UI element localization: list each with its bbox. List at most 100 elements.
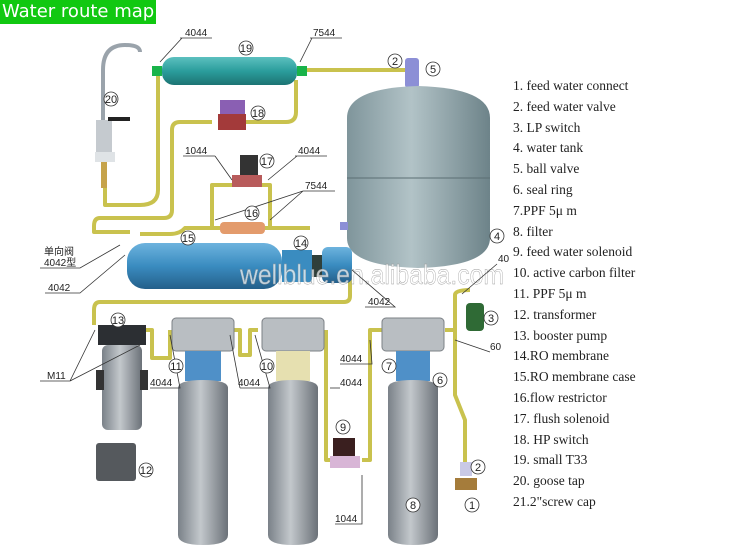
legend-item: 21.2"screw cap xyxy=(513,493,596,509)
part-code: 4044 xyxy=(185,28,208,39)
legend-item: 8. filter xyxy=(513,223,553,239)
callouts: 1 2 2 3 4 5 6 7 8 9 10 11 12 13 14 15 16… xyxy=(103,40,505,513)
flow-restrictor xyxy=(220,222,265,234)
part-code: 60 xyxy=(490,342,502,353)
filter-carbon-10 xyxy=(261,317,325,545)
booster-pump xyxy=(96,325,148,430)
legend-item: 16.flow restrictor xyxy=(513,389,607,405)
callout-16: 16 xyxy=(244,205,260,221)
callout-11: 11 xyxy=(168,358,184,374)
feed-water-valve xyxy=(460,462,472,476)
water-tank xyxy=(340,58,490,268)
part-code: 1044 xyxy=(185,146,208,157)
svg-text:2: 2 xyxy=(475,462,481,474)
leader-lines xyxy=(40,37,498,525)
legend-item: 19. small T33 xyxy=(513,452,588,468)
svg-text:2: 2 xyxy=(392,56,398,68)
goose-tap xyxy=(95,42,142,188)
ro-membrane-case xyxy=(127,243,352,289)
svg-text:20: 20 xyxy=(105,94,117,106)
svg-text:7: 7 xyxy=(386,361,392,373)
legend-item: 4. water tank xyxy=(513,140,584,156)
callout-8: 8 xyxy=(405,497,421,513)
part-codes: 4044 7544 1044 4044 7544 单向阀 4042型 4042 … xyxy=(44,28,510,525)
svg-text:15: 15 xyxy=(182,233,194,245)
svg-text:13: 13 xyxy=(112,315,124,327)
svg-text:12: 12 xyxy=(140,465,152,477)
svg-text:8: 8 xyxy=(410,500,416,512)
svg-text:9: 9 xyxy=(340,422,346,434)
callout-1: 1 xyxy=(464,497,480,513)
svg-text:3: 3 xyxy=(488,313,494,325)
part-code: 4044 xyxy=(340,378,363,389)
part-code: 4044 xyxy=(238,378,261,389)
callout-2-top: 2 xyxy=(387,53,403,69)
callout-14: 14 xyxy=(293,235,309,251)
callout-17: 17 xyxy=(259,153,275,169)
part-code: 1044 xyxy=(335,514,358,525)
parts-legend: 1. feed water connect 2. feed water valv… xyxy=(513,76,636,513)
filter-ppf-7 xyxy=(381,317,445,545)
legend-item: 20. goose tap xyxy=(513,473,585,489)
feed-water-connect xyxy=(455,478,477,490)
svg-text:16: 16 xyxy=(246,208,258,220)
legend-item: 18. HP switch xyxy=(513,431,589,447)
svg-text:14: 14 xyxy=(295,238,307,250)
legend-item: 15.RO membrane case xyxy=(513,369,636,385)
part-code: M11 xyxy=(47,371,66,382)
legend-item: 17. flush solenoid xyxy=(513,410,610,426)
callout-3: 3 xyxy=(483,310,499,326)
legend-item: 6. seal ring xyxy=(513,181,573,197)
svg-text:17: 17 xyxy=(261,156,273,168)
legend-item: 13. booster pump xyxy=(513,327,608,343)
callout-9: 9 xyxy=(335,419,351,435)
part-code: 4042型 xyxy=(44,256,76,269)
watermark: wellblue.en.alibaba.com xyxy=(239,259,504,290)
legend-item: 3. LP switch xyxy=(513,119,581,135)
legend-item: 9. feed water solenoid xyxy=(513,244,633,260)
legend-item: 11. PPF 5μ m xyxy=(513,285,587,301)
callout-5: 5 xyxy=(425,61,441,77)
part-code: 单向阀 xyxy=(44,245,74,258)
legend-item: 12. transformer xyxy=(513,306,597,322)
svg-text:4: 4 xyxy=(494,231,500,243)
callout-13: 13 xyxy=(110,312,126,328)
hp-switch xyxy=(218,100,246,130)
small-t33-filter xyxy=(152,57,307,85)
callout-18: 18 xyxy=(250,105,266,121)
filter-ppf-11 xyxy=(171,317,235,545)
svg-text:5: 5 xyxy=(430,64,436,76)
part-code: 7544 xyxy=(313,28,336,39)
page-title: Water route map xyxy=(0,0,157,24)
legend-item: 14.RO membrane xyxy=(513,348,609,364)
legend-item: 5. ball valve xyxy=(513,161,580,177)
part-code: 4044 xyxy=(298,146,321,157)
svg-text:11: 11 xyxy=(170,361,181,373)
feed-water-solenoid xyxy=(330,438,360,468)
part-code: 4042 xyxy=(48,283,71,294)
svg-text:18: 18 xyxy=(252,108,264,120)
part-code: 7544 xyxy=(305,181,328,192)
part-code: 4044 xyxy=(340,354,363,365)
callout-15: 15 xyxy=(180,230,196,246)
part-code: 4044 xyxy=(150,378,173,389)
callout-19: 19 xyxy=(238,40,254,56)
legend-item: 7.PPF 5μ m xyxy=(513,202,577,218)
svg-text:10: 10 xyxy=(261,361,273,373)
flush-solenoid xyxy=(232,155,262,187)
part-code: 4042 xyxy=(368,297,391,308)
svg-text:1: 1 xyxy=(469,500,475,512)
legend-item: 1. feed water connect xyxy=(513,78,629,93)
callout-2: 2 xyxy=(470,459,486,475)
callout-6: 6 xyxy=(432,372,448,388)
svg-text:19: 19 xyxy=(240,43,252,55)
callout-20: 20 xyxy=(103,91,119,107)
callout-4: 4 xyxy=(489,228,505,244)
legend-item: 2. feed water valve xyxy=(513,98,616,114)
transformer xyxy=(96,443,136,481)
legend-item: 10. active carbon filter xyxy=(513,265,636,281)
svg-text:6: 6 xyxy=(437,375,443,387)
part-code: 40 xyxy=(498,254,510,265)
callout-12: 12 xyxy=(138,462,154,478)
